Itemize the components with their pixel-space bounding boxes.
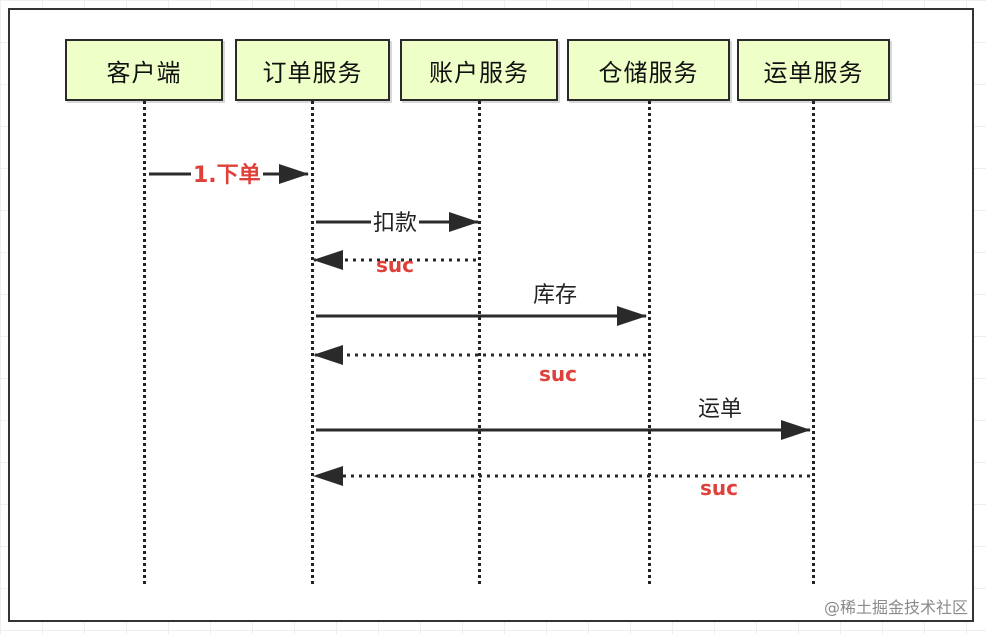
return-label-account: suc [376,253,414,277]
lifeline-waybill-service [812,101,815,584]
participant-account-service: 账户服务 [400,39,558,101]
message-label-inventory: 库存 [531,283,580,309]
return-label-storage: suc [539,362,577,386]
message-label-deduct: 扣款 [371,211,420,237]
watermark: @稀土掘金技术社区 [823,598,968,617]
lifeline-storage-service [648,101,651,584]
participant-waybill-service: 运单服务 [737,39,890,101]
message-label-place-order: 1.下单 [191,163,263,189]
participant-client: 客户端 [65,39,223,101]
lifeline-order-service [311,101,314,584]
lifeline-account-service [478,101,481,584]
participant-storage-service: 仓储服务 [567,39,730,101]
return-label-waybill: suc [700,476,738,500]
lifeline-client [143,101,146,584]
participant-order-service: 订单服务 [235,39,390,101]
message-label-waybill: 运单 [696,397,745,423]
